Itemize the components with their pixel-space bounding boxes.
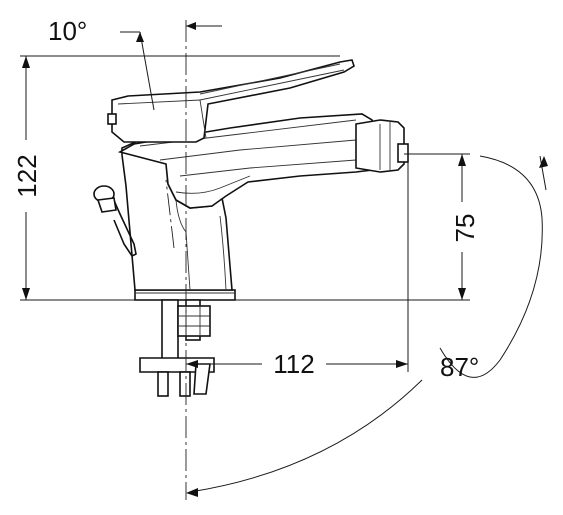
aerator-tip [397, 143, 409, 163]
spout-reach-label: 112 [273, 349, 314, 379]
faucet-outline [93, 59, 409, 397]
swivel-angle-dimension: 87° [186, 155, 548, 497]
swivel-angle-label: 87° [440, 352, 479, 382]
spout-height-dimension: 75 [450, 154, 480, 300]
mounting-shank [139, 299, 215, 397]
lever-angle-dimension: 10° [48, 16, 222, 111]
overall-height-dimension: 122 [12, 56, 42, 300]
lever-axis-line [165, 179, 175, 249]
lever-cap [107, 113, 117, 125]
spout-reach-dimension: 112 [186, 349, 408, 379]
lever-angle-label: 10° [48, 16, 87, 46]
spout-height-label: 75 [450, 214, 480, 243]
drain-rod [111, 195, 137, 258]
base-plate [134, 289, 236, 301]
overall-height-label: 122 [12, 154, 42, 197]
